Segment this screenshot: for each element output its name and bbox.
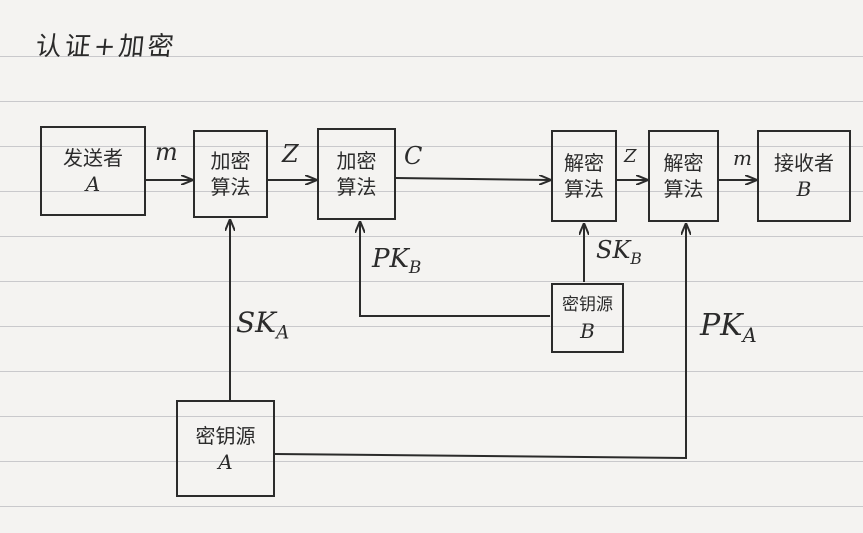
- label-sk-b-sub: B: [630, 249, 642, 268]
- decrypt-2-label-line2: 算法: [663, 177, 704, 201]
- sender-box: 发送者 A: [40, 126, 146, 216]
- encrypt-2-label-line1: 加密: [336, 149, 377, 173]
- key-source-b-box: 密钥源 B: [551, 283, 624, 353]
- key-source-a-label: 密钥源: [195, 423, 256, 448]
- encrypt-1-label-line1: 加密: [210, 149, 251, 173]
- label-sk-b-main: SK: [596, 236, 631, 264]
- label-z-2: Z: [624, 146, 637, 167]
- label-c: C: [404, 142, 423, 170]
- encrypt-algorithm-2-box: 加密 算法: [317, 128, 396, 220]
- edge-encrypt2-decrypt1: [395, 178, 550, 180]
- decrypt-algorithm-1-box: 解密 算法: [551, 130, 617, 222]
- key-source-b-id: B: [580, 319, 595, 343]
- key-source-a-id: A: [218, 449, 233, 474]
- label-pk-b-main: PK: [372, 244, 409, 274]
- label-pk-a: PKA: [700, 308, 757, 347]
- receiver-label: 接收者: [774, 151, 834, 175]
- encrypt-algorithm-1-box: 加密 算法: [193, 130, 268, 218]
- key-source-a-box: 密钥源 A: [176, 400, 275, 497]
- decrypt-1-label-line1: 解密: [564, 151, 604, 175]
- edge-keysourceb-encrypt2: [360, 222, 550, 317]
- label-pk-a-sub: A: [742, 324, 757, 347]
- decrypt-algorithm-2-box: 解密 算法: [648, 130, 719, 222]
- label-sk-a-sub: A: [276, 322, 290, 344]
- label-sk-a-main: SK: [236, 306, 277, 339]
- label-pk-b: PKB: [372, 244, 421, 277]
- sender-label: 发送者: [63, 146, 123, 170]
- label-z-1: Z: [282, 140, 299, 168]
- sender-id: A: [85, 172, 101, 196]
- label-pk-a-main: PK: [700, 308, 743, 343]
- encrypt-2-label-line2: 算法: [336, 175, 377, 199]
- label-m-2: m: [733, 146, 752, 170]
- label-pk-b-sub: B: [408, 257, 422, 278]
- decrypt-1-label-line2: 算法: [564, 177, 604, 201]
- key-source-b-label: 密钥源: [562, 295, 613, 315]
- label-m-1: m: [155, 138, 178, 166]
- decrypt-2-label-line1: 解密: [663, 151, 704, 175]
- label-sk-b: SKB: [596, 236, 642, 268]
- receiver-id: B: [796, 177, 812, 201]
- receiver-box: 接收者 B: [757, 130, 851, 222]
- encrypt-1-label-line2: 算法: [210, 175, 251, 199]
- label-sk-a: SKA: [236, 306, 289, 344]
- edge-keysourcea-decrypt2: [274, 224, 686, 460]
